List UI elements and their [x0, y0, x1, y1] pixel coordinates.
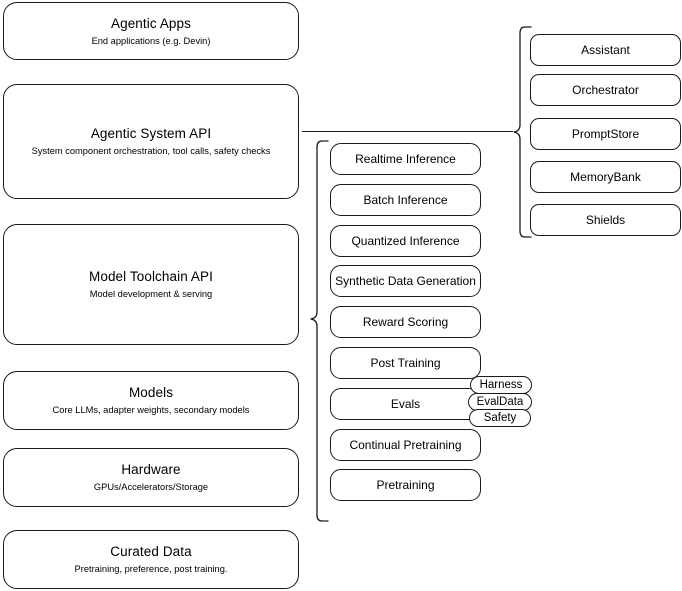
eval-subitem-label: EvalData [476, 395, 524, 408]
connector-line-system-api [302, 131, 513, 133]
capability-pretraining[interactable]: Pretraining [330, 469, 481, 501]
layer-hardware[interactable]: Hardware GPUs/Accelerators/Storage [3, 448, 299, 507]
layer-title: Model Toolchain API [89, 269, 213, 284]
component-orchestrator[interactable]: Orchestrator [530, 74, 681, 106]
layer-subtitle: Pretraining, preference, post training. [74, 564, 228, 574]
layer-title: Curated Data [110, 544, 192, 559]
layer-model-toolchain-api[interactable]: Model Toolchain API Model development & … [3, 224, 299, 345]
layer-agentic-system-api[interactable]: Agentic System API System component orch… [3, 84, 299, 199]
capability-post-training[interactable]: Post Training [330, 347, 481, 379]
layer-subtitle: System component orchestration, tool cal… [31, 146, 271, 156]
layer-models[interactable]: Models Core LLMs, adapter weights, secon… [3, 371, 299, 430]
capability-label: Post Training [370, 355, 441, 370]
layer-curated-data[interactable]: Curated Data Pretraining, preference, po… [3, 530, 299, 589]
component-label: PromptStore [571, 126, 640, 141]
capability-label: Pretraining [376, 477, 435, 492]
capability-realtime-inference[interactable]: Realtime Inference [330, 143, 481, 175]
capability-label: Batch Inference [363, 192, 448, 207]
capability-label: Continual Pretraining [349, 437, 462, 452]
layer-subtitle: Model development & serving [89, 289, 213, 299]
layer-title: Agentic System API [90, 126, 212, 141]
layer-subtitle: Core LLMs, adapter weights, secondary mo… [52, 405, 250, 415]
capability-label: Realtime Inference [355, 151, 456, 166]
bracket-system-components [513, 26, 532, 238]
component-memorybank[interactable]: MemoryBank [530, 161, 681, 193]
capability-label: Quantized Inference [351, 233, 460, 248]
eval-subitem-label: Harness [479, 378, 523, 391]
component-promptstore[interactable]: PromptStore [530, 118, 681, 150]
layer-title: Agentic Apps [110, 15, 191, 31]
component-label: MemoryBank [570, 169, 641, 184]
layer-agentic-apps[interactable]: Agentic Apps End applications (e.g. Devi… [3, 2, 299, 60]
capability-label: Reward Scoring [362, 314, 449, 329]
capability-synthetic-data-generation[interactable]: Synthetic Data Generation [330, 265, 481, 297]
eval-subitem-safety[interactable]: Safety [469, 409, 531, 427]
layer-subtitle: GPUs/Accelerators/Storage [93, 482, 209, 492]
component-label: Orchestrator [572, 82, 639, 97]
capability-reward-scoring[interactable]: Reward Scoring [330, 306, 481, 338]
component-assistant[interactable]: Assistant [530, 34, 681, 66]
layer-title: Models [128, 385, 174, 400]
capability-batch-inference[interactable]: Batch Inference [330, 184, 481, 216]
layer-subtitle: End applications (e.g. Devin) [91, 35, 211, 46]
bracket-toolchain [310, 140, 329, 522]
component-label: Shields [585, 212, 626, 227]
eval-subitem-label: Safety [483, 411, 517, 424]
layer-title: Hardware [121, 462, 181, 477]
component-shields[interactable]: Shields [530, 204, 681, 236]
eval-subitem-harness[interactable]: Harness [470, 376, 532, 394]
capability-continual-pretraining[interactable]: Continual Pretraining [330, 429, 481, 461]
capability-label: Synthetic Data Generation [335, 273, 476, 288]
component-label: Assistant [581, 42, 630, 57]
capability-quantized-inference[interactable]: Quantized Inference [330, 225, 481, 257]
capability-label: Evals [390, 396, 421, 411]
capability-evals[interactable]: Evals [330, 388, 481, 420]
